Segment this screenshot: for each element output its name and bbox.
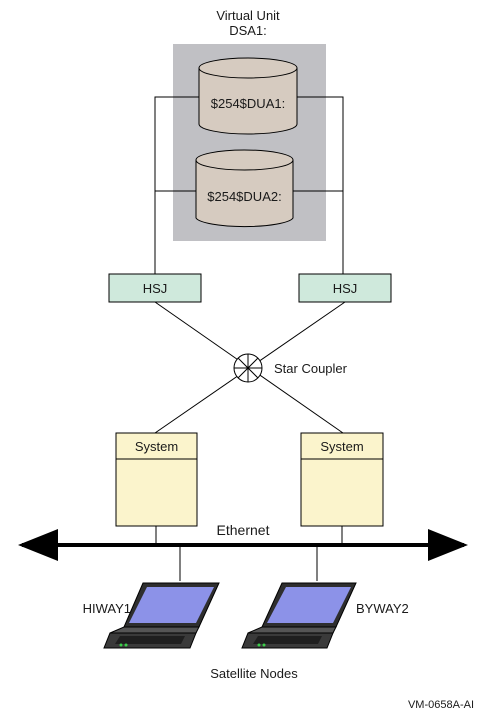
disk-dua2: $254$DUA2: bbox=[195, 149, 294, 228]
satellite-label: BYWAY2 bbox=[356, 601, 409, 616]
disk-dua1: $254$DUA1: bbox=[198, 57, 298, 135]
system-label: System bbox=[320, 439, 363, 454]
virtual-unit-name: DSA1: bbox=[229, 23, 267, 38]
controller-label: HSJ bbox=[333, 281, 358, 296]
disk-label: $254$DUA2: bbox=[207, 189, 281, 204]
figure-id: VM-0658A-AI bbox=[408, 699, 474, 711]
laptop-icon bbox=[103, 582, 220, 649]
controller-label: HSJ bbox=[143, 281, 168, 296]
disk-label: $254$DUA1: bbox=[211, 96, 285, 111]
hsj-controller-left: HSJ bbox=[108, 273, 202, 303]
system-right: System bbox=[300, 432, 384, 527]
hsj-controller-right: HSJ bbox=[298, 273, 392, 303]
satellite-ethernet-links bbox=[179, 545, 318, 581]
laptop-icon bbox=[241, 582, 357, 649]
satellite-label: HIWAY1 bbox=[83, 601, 131, 616]
virtual-unit-title: Virtual Unit bbox=[216, 8, 280, 23]
star-coupler-label: Star Coupler bbox=[274, 361, 348, 376]
system-label: System bbox=[135, 439, 178, 454]
disk-controller-links bbox=[154, 96, 344, 275]
satellite-nodes-caption: Satellite Nodes bbox=[210, 666, 298, 681]
star-coupler bbox=[233, 353, 263, 383]
system-left: System bbox=[115, 432, 198, 527]
ethernet-label: Ethernet bbox=[217, 522, 270, 538]
